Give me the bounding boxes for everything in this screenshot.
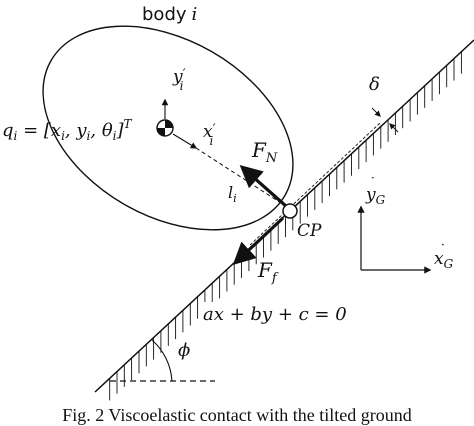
friction-force-label: Ff — [257, 258, 279, 286]
delta-dimension — [371, 107, 399, 133]
ground-hatch — [109, 51, 462, 401]
contact-point-label: CP — [297, 221, 322, 241]
li-label: li — [228, 183, 237, 205]
global-x-dot: · — [441, 238, 445, 252]
friction-force-arrow — [232, 216, 285, 266]
global-y-dot: · — [371, 171, 375, 185]
global-x-label: xG — [434, 249, 454, 271]
delta-label: δ — [369, 74, 380, 95]
local-x-label: x′i — [203, 122, 216, 148]
figure-caption: Fig. 2 Viscoelastic contact with the til… — [62, 405, 412, 425]
normal-force-arrow — [239, 165, 289, 209]
plane-equation-label: ax + by + c = 0 — [203, 304, 347, 325]
contact-point-icon — [282, 203, 298, 219]
global-y-label: yG — [365, 185, 386, 207]
phi-arc — [151, 339, 173, 382]
local-x-axis — [172, 133, 198, 149]
center-of-mass-icon — [156, 119, 174, 137]
body-ellipse — [42, 25, 294, 231]
plane-equation-box — [200, 302, 362, 326]
state-vector-label: qi = [xi, yi, θi]T — [2, 117, 133, 143]
phi-label: ϕ — [178, 340, 190, 361]
normal-force-label: FN — [251, 138, 278, 166]
local-y-label: y′i — [172, 67, 186, 93]
